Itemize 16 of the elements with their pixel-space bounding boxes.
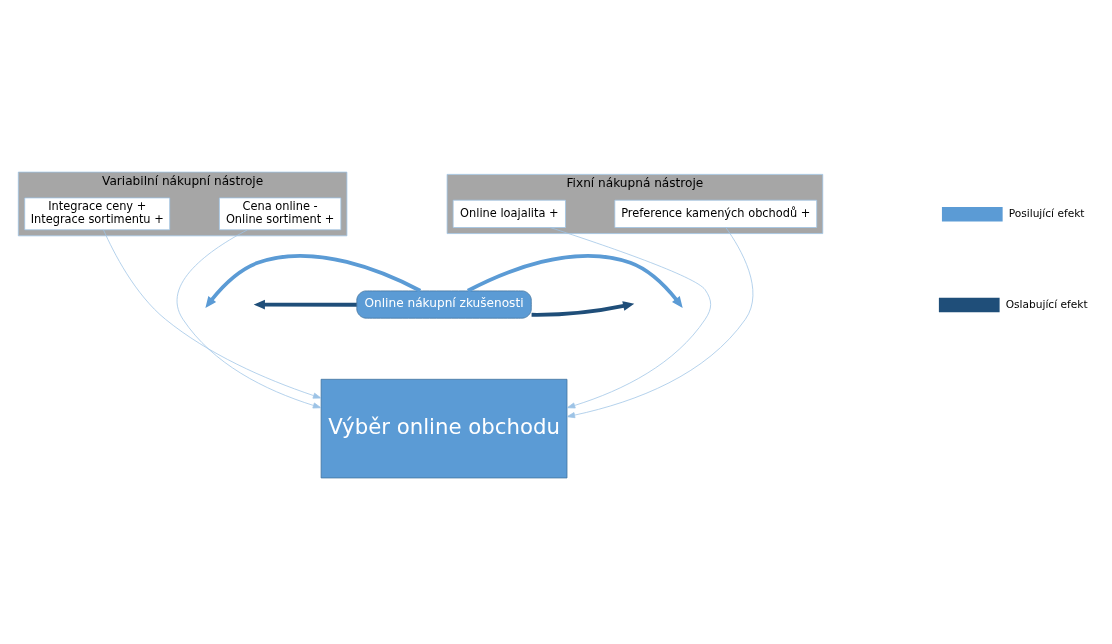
node-box: Preference kamených obchodů + <box>614 199 818 228</box>
arrow <box>103 229 322 399</box>
arrow <box>253 299 357 310</box>
arrow <box>566 227 754 419</box>
arrow <box>549 227 712 409</box>
arrow <box>531 301 635 317</box>
legend-label: Oslabující efekt <box>1005 297 1088 311</box>
node-box: Online loajalita + <box>452 199 566 228</box>
node-box: Výběr online obchodu <box>320 378 568 479</box>
legend-label: Posilující efekt <box>1008 207 1085 221</box>
arrow <box>467 253 683 308</box>
node-box: Online nákupní zkušenosti <box>356 290 532 319</box>
node-box: Integrace ceny + Integrace sortimentu + <box>24 197 171 231</box>
arrow <box>205 253 422 308</box>
node-box: Cena online - Online sortiment + <box>219 197 342 231</box>
arrow <box>176 229 322 409</box>
